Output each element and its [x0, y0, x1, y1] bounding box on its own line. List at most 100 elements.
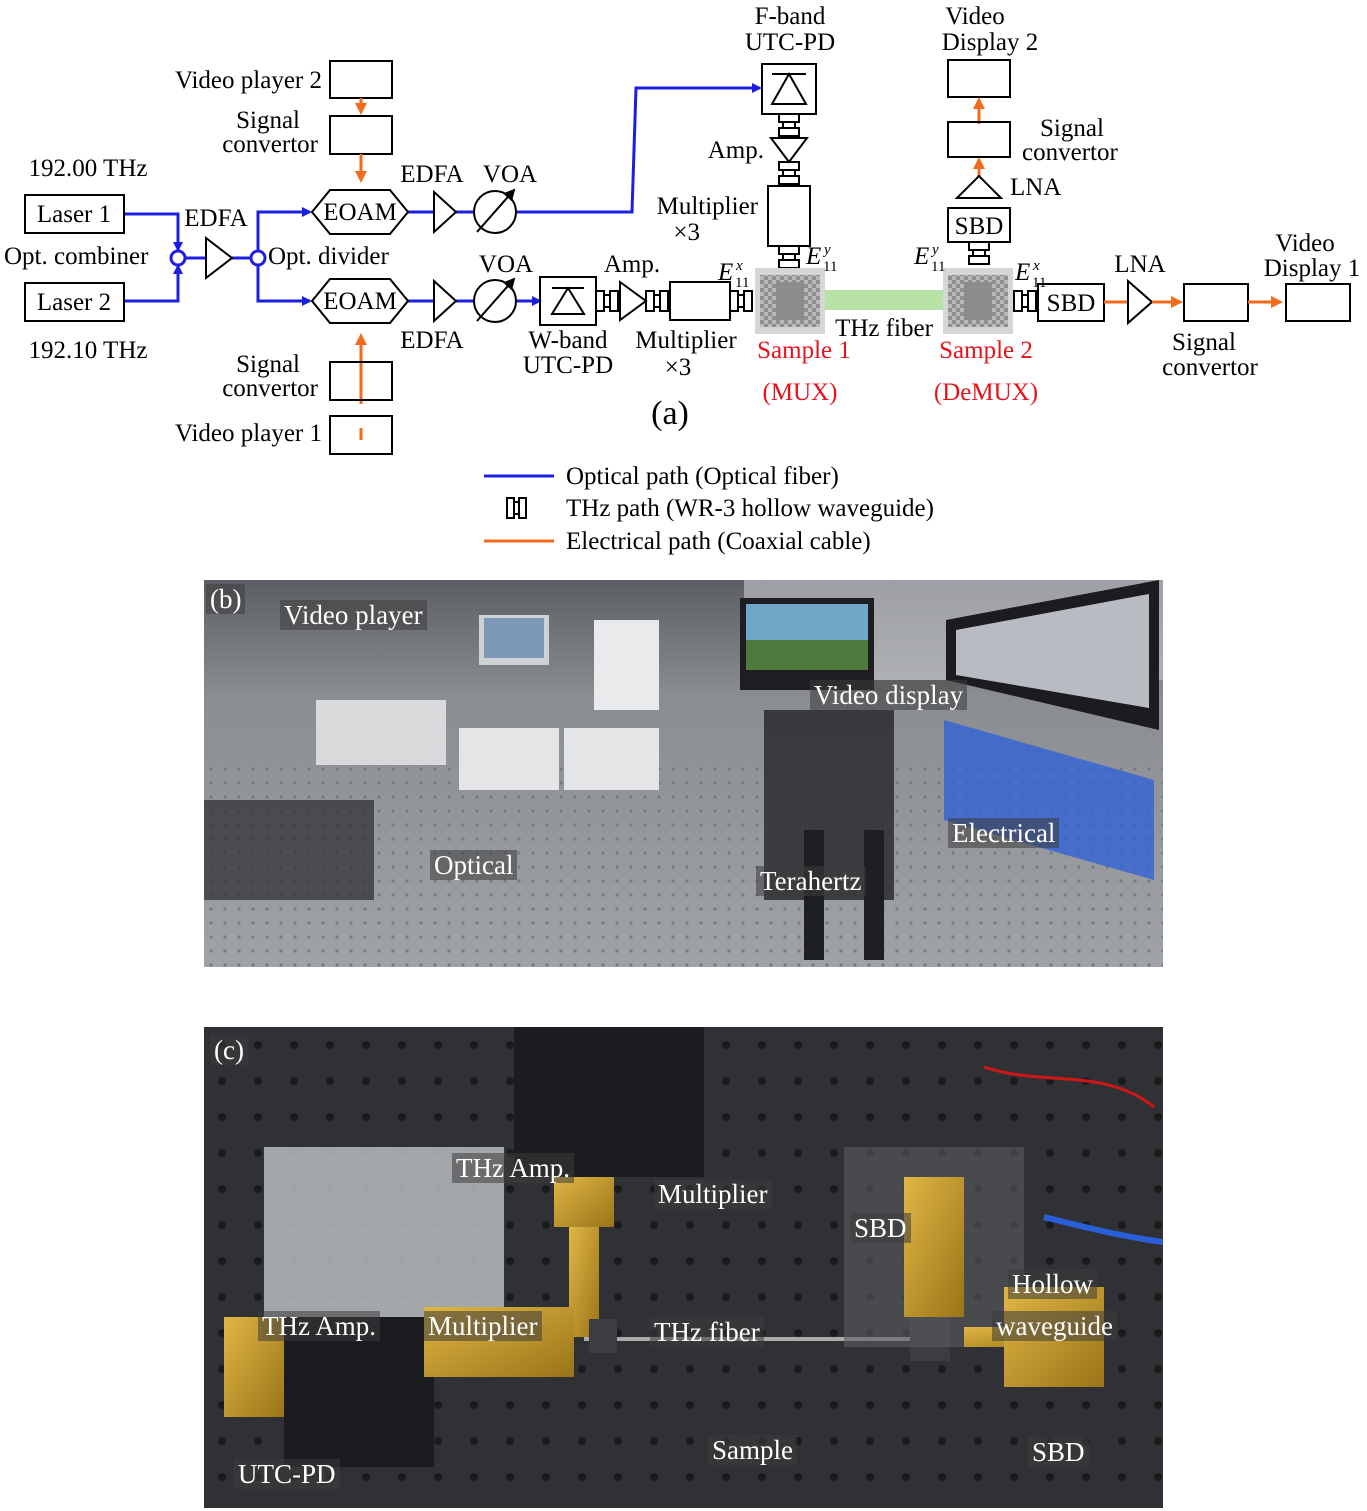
- lna-right-label: LNA: [1114, 251, 1165, 278]
- waveguide-flange-2: [778, 161, 800, 185]
- signal-convertor-right-box: [1183, 283, 1249, 322]
- wband-utcpd-box: [539, 276, 597, 326]
- video-display1-l2: Display 1: [1264, 255, 1361, 282]
- times3-down-label: ×3: [665, 354, 692, 381]
- mux-label: (MUX): [763, 379, 838, 406]
- divider-label: Opt. divider: [268, 243, 389, 270]
- waveguide-flange-4: [595, 290, 619, 312]
- panel-b-illustration: [204, 580, 1163, 967]
- electrical-stage: [944, 720, 1154, 880]
- multiplier-down-label: Multiplier: [635, 327, 737, 354]
- edfa-main-triangle: [205, 235, 234, 281]
- video-display1-l1: Video: [1275, 230, 1335, 257]
- multiplier-up-label: Multiplier: [657, 193, 759, 220]
- panel-b-label: (b): [206, 584, 246, 614]
- tag-hollow-l2: waveguide: [992, 1311, 1117, 1341]
- tag-hollow-l1: Hollow: [1008, 1269, 1097, 1299]
- voa-up-label: VOA: [483, 161, 537, 188]
- waveguide-flange-7: [968, 241, 990, 265]
- waveguide-flange-1: [778, 113, 800, 137]
- svg-text:E: E: [913, 243, 929, 270]
- signal-convertor-right-l1: Signal: [1172, 329, 1236, 356]
- laser2-label: Laser 2: [37, 289, 111, 316]
- signal-convertor-top-l1: Signal: [1040, 115, 1104, 142]
- amp-down-triangle: [619, 280, 648, 322]
- combiner-node: [169, 249, 187, 267]
- svg-text:x: x: [735, 258, 743, 274]
- panel-c-label: (c): [210, 1035, 248, 1065]
- optical-paths: [124, 83, 762, 306]
- schematic-diagram: Laser 1 Laser 2 192.00 THz 192.10 THz Op…: [4, 3, 1361, 555]
- tag-thz-fiber: THz fiber: [650, 1317, 764, 1347]
- tag-video-player: Video player: [280, 600, 427, 630]
- video-player1-box: [329, 415, 393, 455]
- edfa-up-triangle: [433, 189, 458, 235]
- waveguide-flange-8: [1013, 290, 1037, 312]
- video-player1-label: Video player 1: [175, 420, 322, 447]
- signal-convertor-up-box: [329, 115, 393, 155]
- tag-sbd-top: SBD: [850, 1213, 911, 1243]
- svg-text:x: x: [1032, 258, 1040, 274]
- video-display1-box: [1285, 283, 1351, 322]
- signal-convertor-down-box: [329, 361, 393, 401]
- thz-amp-left-module: [284, 1317, 434, 1467]
- fband-utcpd-box: [761, 63, 817, 115]
- sbd-right-label: SBD: [1047, 290, 1096, 317]
- tag-thz-amp-top: THz Amp.: [452, 1153, 574, 1183]
- times3-up-label: ×3: [673, 219, 700, 246]
- eoam-up-label: EOAM: [323, 199, 397, 226]
- sbd-top-label: SBD: [955, 213, 1004, 240]
- svg-text:y: y: [822, 242, 831, 258]
- panel-c-illustration: [204, 1027, 1163, 1508]
- lna-top-triangle: [954, 174, 1004, 199]
- wband-l1: W-band: [528, 327, 608, 354]
- legend-optical-label: Optical path (Optical fiber): [566, 463, 839, 490]
- video-player2-box: [329, 60, 393, 99]
- tag-thz-amp-left: THz Amp.: [258, 1311, 380, 1341]
- video-player2-label: Video player 2: [175, 67, 322, 94]
- waveguide-flange-3: [778, 245, 800, 269]
- fband-l2: UTC-PD: [745, 29, 835, 56]
- eoam-down-label: EOAM: [323, 288, 397, 315]
- svg-text:E: E: [1014, 259, 1030, 286]
- tag-video-display: Video display: [810, 680, 968, 710]
- laser1-label: Laser 1: [37, 201, 111, 228]
- sample1-label: Sample 1: [757, 337, 851, 364]
- laser2-box: [24, 282, 125, 322]
- signal-convertor-down-l1: Signal: [236, 351, 300, 378]
- svg-text:E: E: [805, 243, 821, 270]
- wband-l2: UTC-PD: [523, 352, 613, 379]
- voa-down: [473, 279, 517, 323]
- voa-down-label: VOA: [479, 251, 533, 278]
- signal-convertor-top-l2: convertor: [1022, 139, 1118, 166]
- tag-sample: Sample: [708, 1435, 797, 1465]
- video-display2-l1: Video: [945, 3, 1005, 30]
- multiplier-up-box: [767, 185, 811, 247]
- edfa-down-label: EDFA: [400, 327, 463, 354]
- voa-up: [473, 190, 517, 234]
- sample-left: [589, 1319, 617, 1353]
- tag-terahertz: Terahertz: [756, 866, 866, 896]
- legend-thz-swatch: [506, 497, 527, 519]
- e11y-right: E y 11: [913, 242, 945, 275]
- amp-down-label: Amp.: [604, 251, 660, 278]
- thz-fiber: [825, 290, 943, 310]
- tag-electrical: Electrical: [948, 818, 1060, 848]
- amp-up-label: Amp.: [708, 137, 764, 164]
- legend-electrical-label: Electrical path (Coaxial cable): [566, 528, 871, 555]
- demux-label: (DeMUX): [934, 379, 1038, 406]
- svg-text:E: E: [717, 259, 733, 286]
- panel-a-caption: (a): [651, 395, 689, 432]
- signal-convertor-up-l2: convertor: [222, 131, 318, 158]
- signal-convertor-right-l2: convertor: [1162, 354, 1258, 381]
- video-display2-box: [947, 59, 1011, 98]
- edfa-up-label: EDFA: [400, 161, 463, 188]
- tag-sbd-bottom: SBD: [1028, 1437, 1089, 1467]
- svg-text:11: 11: [823, 259, 837, 275]
- legend-thz-label: THz path (WR-3 hollow waveguide): [566, 495, 934, 522]
- edfa-down-triangle: [433, 278, 458, 324]
- instrument-rack: [316, 700, 446, 765]
- multiplier-top-module: [554, 1177, 614, 1227]
- divider-node: [249, 249, 267, 267]
- amp-up-triangle: [769, 137, 809, 164]
